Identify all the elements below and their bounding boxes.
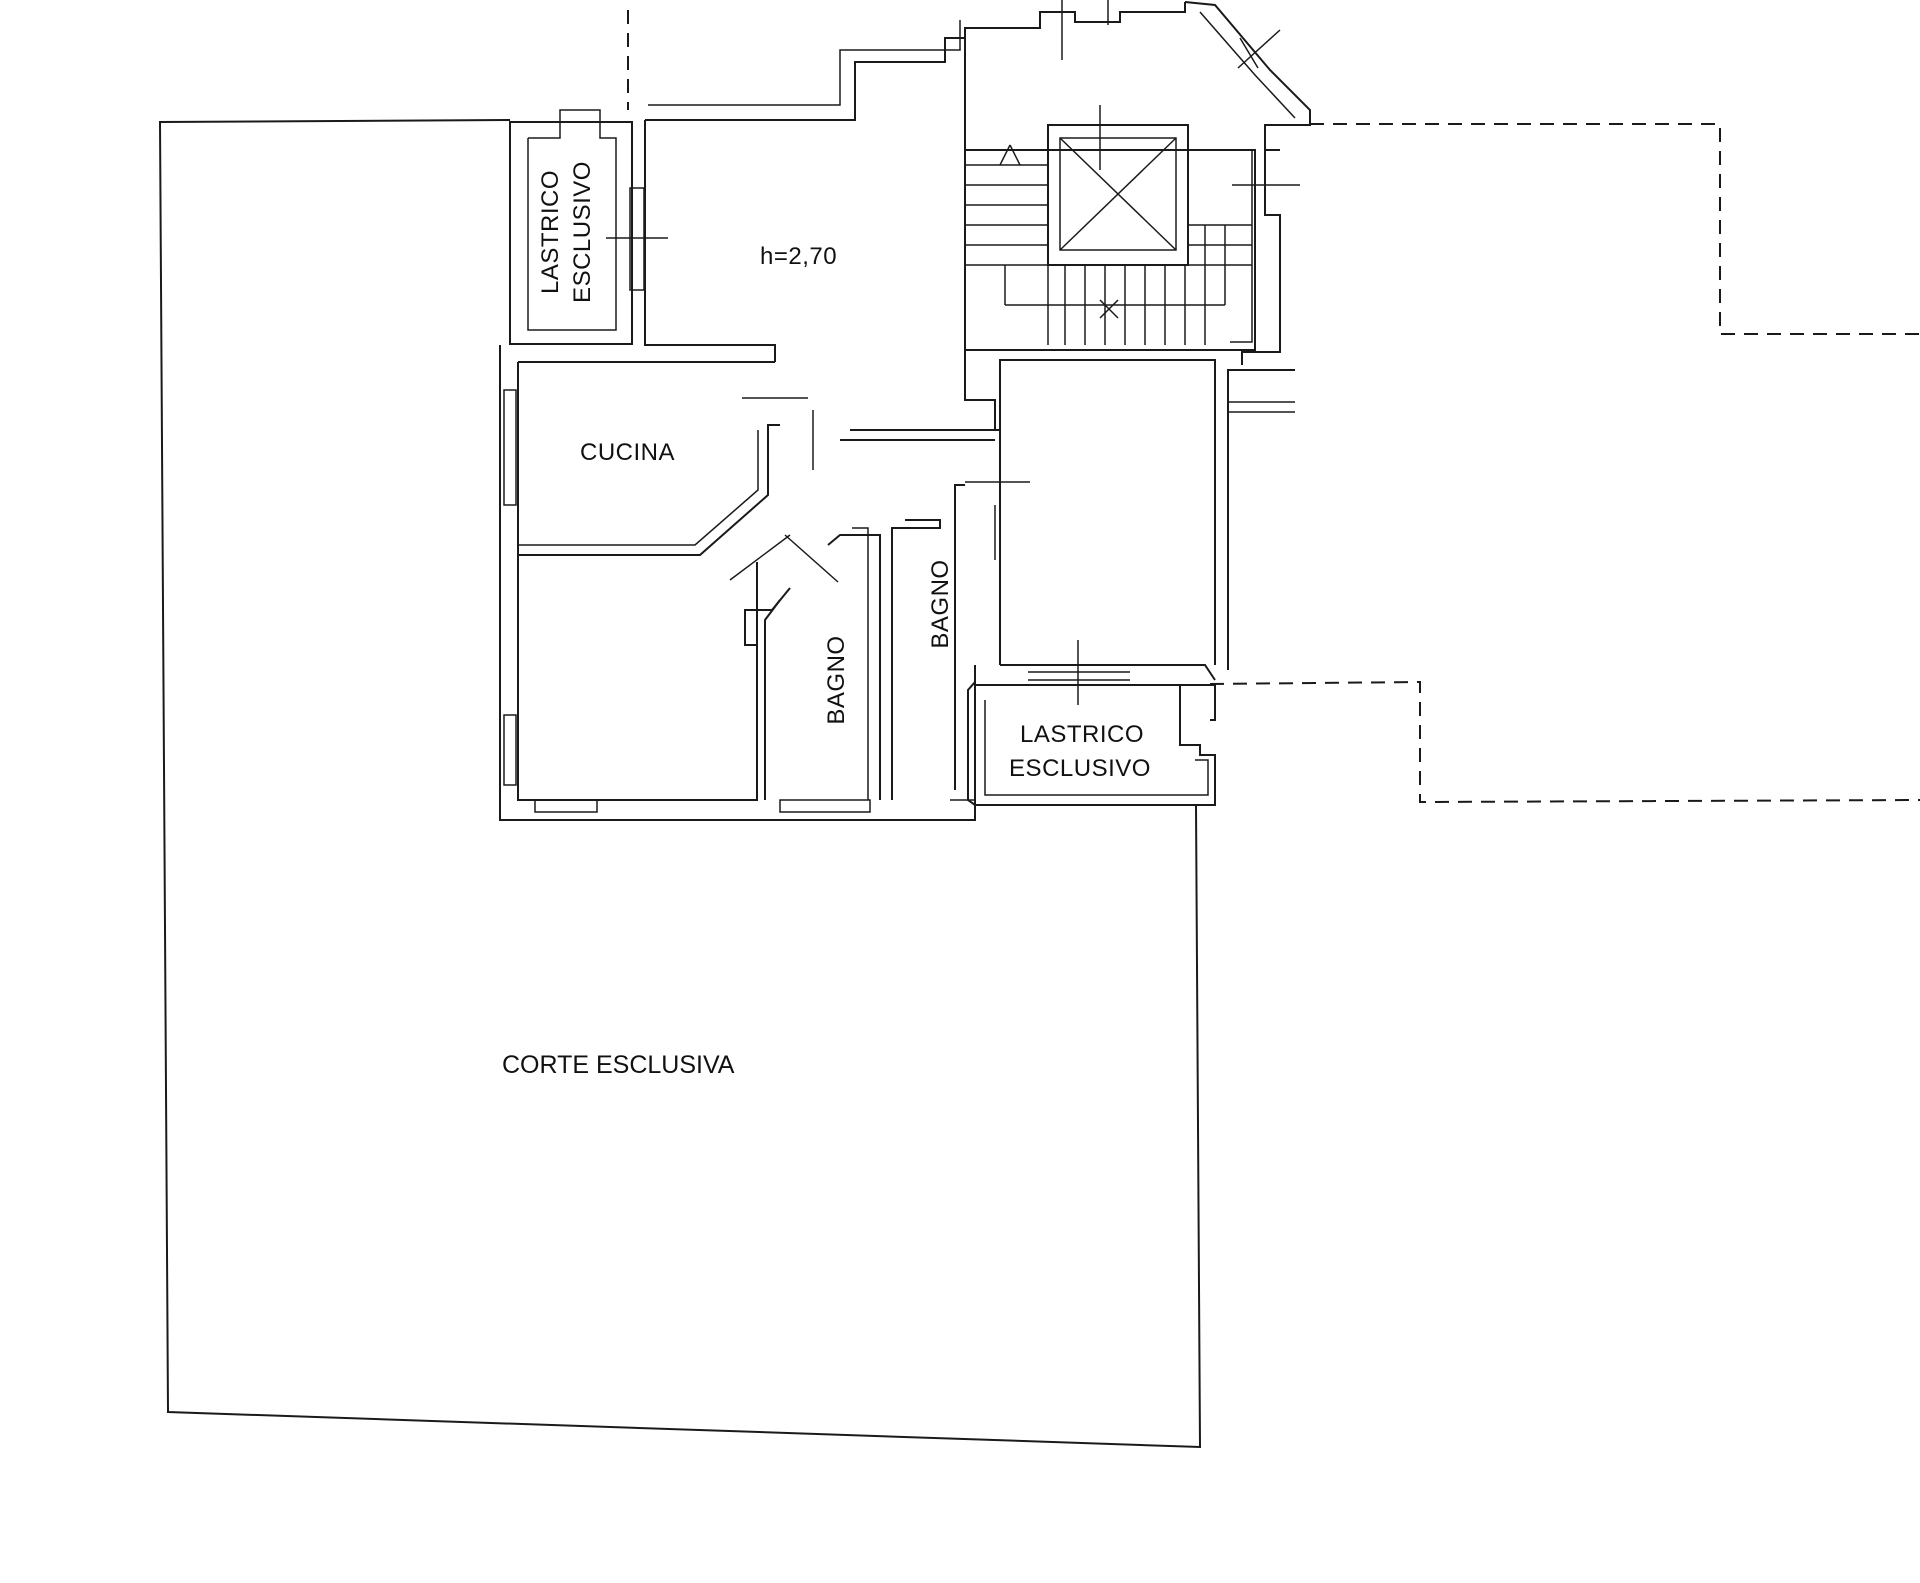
lift-cross-2 (1059, 137, 1177, 251)
bagno2-wall-left (891, 519, 941, 800)
height-note-label: h=2,70 (760, 243, 837, 270)
bagno-2-label: BAGNO (927, 559, 954, 648)
stair-door-swing (1237, 29, 1281, 69)
lastrico-nw-label: LASTRICO ESCLUSIVO (537, 161, 596, 303)
camera-right-bottom (1000, 664, 1216, 681)
cucina-diagonal-wall (518, 424, 780, 556)
svg-text:BAGNO: BAGNO (927, 559, 954, 648)
entrance-wall-top (645, 37, 996, 431)
bagno2-wall-right (954, 484, 965, 790)
stairwell-diagonal (1184, 1, 1311, 151)
bagno-1-label: BAGNO (823, 635, 850, 724)
cucina-window (503, 389, 517, 506)
courtyard-outline (158, 119, 1202, 1449)
stairwell-diagonal-inner (1199, 11, 1296, 119)
cucina-diagonal-wall-inner (518, 430, 759, 546)
entrance-wall-top-inner (648, 20, 961, 106)
stairwell-outer (964, 2, 1186, 100)
entrance-wall (644, 120, 776, 362)
apartment-outer-wall (499, 345, 976, 821)
camera-window-bottom (534, 799, 598, 813)
lastrico-nw-inner (527, 109, 617, 331)
camera-right-wall (999, 359, 1216, 665)
stairwell-box (964, 149, 1256, 351)
lastrico-se-label-line1: LASTRICO (1020, 721, 1144, 748)
cucina-label: CUCINA (580, 439, 675, 466)
lastrico-se-inner (984, 700, 1209, 796)
bagno1-wall (764, 599, 781, 800)
camera-wall-right (744, 587, 791, 800)
apartment-inner-wall (517, 362, 758, 801)
neighbour-outline-upper (1310, 123, 1920, 335)
svg-text:BAGNO: BAGNO (823, 635, 850, 724)
camera-right-outer (1227, 369, 1295, 670)
neighbour-outline-lower (1209, 680, 1920, 804)
lastrico-se-label-line2: ESCLUSIVO (1009, 755, 1151, 782)
stairwell-right-inner (1230, 150, 1253, 343)
svg-text:ESCLUSIVO: ESCLUSIVO (569, 161, 596, 303)
bagno1-right-wall-inner (852, 527, 869, 800)
door-swing-2 (784, 534, 839, 583)
stairwell-right-wall (1241, 150, 1281, 365)
bagno1-right-wall (827, 534, 881, 800)
lastrico-se-right (1180, 684, 1216, 721)
corte-label: CORTE ESCLUSIVA (502, 1051, 735, 1079)
bagno1-window (779, 799, 871, 813)
lastrico-se-outline (967, 665, 1216, 806)
lift-shaft-inner (1059, 137, 1177, 251)
stair-door-swing-2 (1239, 37, 1259, 69)
lastrico-nw-outline (509, 121, 633, 345)
svg-text:LASTRICO: LASTRICO (537, 170, 564, 294)
stair-treads (965, 144, 1252, 345)
lift-shaft-outer (1047, 124, 1189, 266)
door-swing-1 (729, 534, 791, 581)
camera-window-left (503, 714, 517, 786)
